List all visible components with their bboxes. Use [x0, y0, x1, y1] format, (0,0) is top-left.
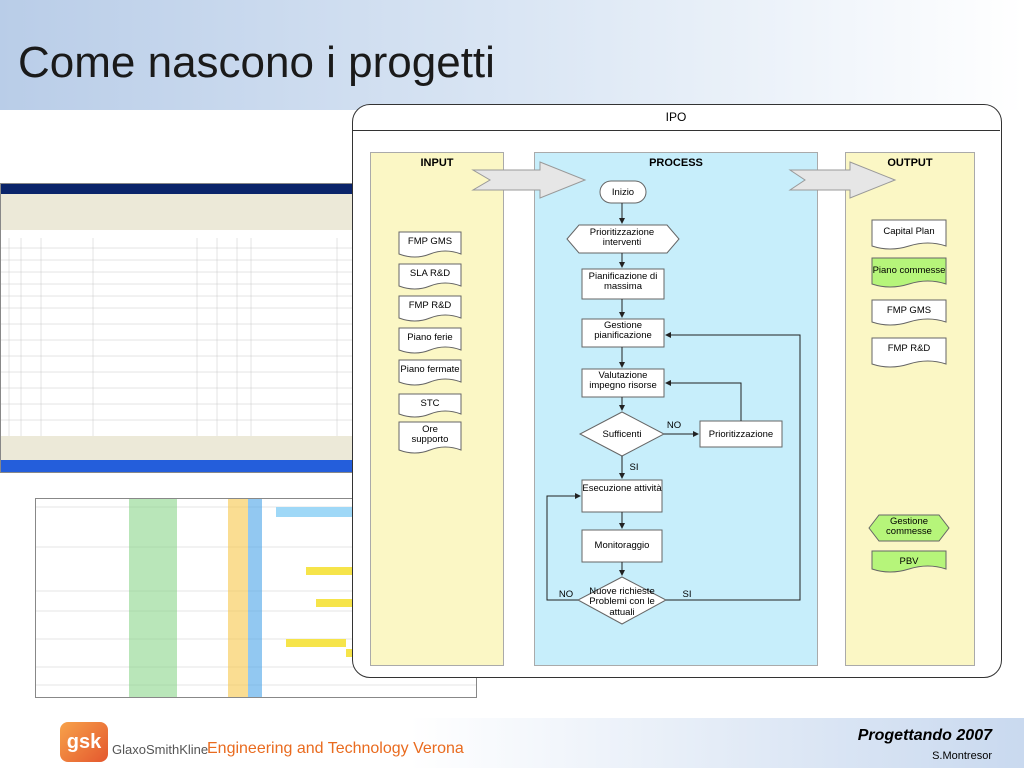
input-label-5: Piano fermate	[400, 364, 460, 375]
manage-label: Gestione pianificazione	[594, 320, 652, 342]
output-label-5: Gestione commesse	[886, 516, 932, 538]
output-hex-gestione	[868, 514, 950, 542]
monitor-box	[581, 529, 663, 563]
start-terminator	[599, 180, 647, 204]
page-title: Come nascono i progetti	[18, 38, 495, 87]
output-label-6: PBV	[899, 556, 919, 567]
excel-screenshot-thumbnail	[0, 183, 378, 473]
prio2-label: Prioritizzazione	[708, 429, 774, 440]
output-label-2: Piano commesse	[872, 265, 946, 276]
input-label-7: Ore supporto	[411, 424, 449, 446]
prio2-box	[699, 420, 783, 448]
output-doc-3	[871, 299, 947, 326]
ipo-header: IPO	[352, 104, 1000, 131]
input-label-6: STC	[420, 398, 440, 409]
input-doc-5	[398, 359, 462, 386]
si-label-1: SI	[629, 462, 639, 473]
plan-label: Pianificazione di massima	[588, 271, 658, 293]
title-band	[0, 0, 1024, 110]
output-doc-pbv	[871, 550, 947, 573]
input-doc-4	[398, 327, 462, 354]
input-label-3: FMP R&D	[408, 300, 452, 311]
evaluate-box	[581, 368, 665, 398]
footer-band	[0, 718, 1024, 768]
output-doc-2	[871, 257, 947, 288]
footer-title: Progettando 2007	[857, 727, 992, 744]
process-to-output-arrow	[788, 161, 897, 199]
brand-name: GlaxoSmithKline	[112, 742, 209, 757]
input-doc-1	[398, 231, 462, 258]
output-label-4: FMP R&D	[887, 343, 931, 354]
input-doc-7	[398, 421, 462, 454]
input-doc-3	[398, 295, 462, 322]
input-doc-2	[398, 263, 462, 290]
output-doc-1	[871, 219, 947, 250]
input-label-2: SLA R&D	[409, 268, 451, 279]
sufficient-label: Sufficenti	[602, 429, 642, 440]
input-doc-6	[398, 393, 462, 418]
gsk-logo-text: gsk	[66, 730, 102, 753]
input-heading: INPUT	[420, 157, 454, 169]
evaluate-label: Valutazione impegno risorse	[589, 370, 657, 392]
start-label: Inizio	[611, 187, 635, 198]
si-label-2: SI	[682, 589, 692, 600]
monitor-label: Monitoraggio	[594, 540, 650, 551]
input-label-1: FMP GMS	[407, 236, 453, 247]
output-doc-4	[871, 337, 947, 368]
brand-sub: Engineering and Technology Verona	[207, 740, 464, 757]
no-label-1: NO	[666, 420, 682, 431]
input-to-process-arrow	[471, 161, 587, 199]
input-label-4: Piano ferie	[407, 332, 453, 343]
prioritize-hexagon	[566, 224, 680, 254]
output-heading: OUTPUT	[887, 157, 933, 169]
manage-box	[581, 318, 665, 348]
plan-box	[581, 268, 665, 300]
output-label-3: FMP GMS	[886, 305, 932, 316]
prioritize-label: Prioritizzazione interventi	[589, 227, 655, 249]
process-heading: PROCESS	[649, 157, 703, 169]
footer-author: S.Montresor	[932, 750, 992, 762]
newreq-label: Nuove richieste Problemi con le attuali	[589, 586, 655, 618]
execute-label: Esecuzione attività	[582, 483, 662, 494]
output-label-1: Capital Plan	[883, 226, 935, 237]
gsk-logo: gsk	[60, 722, 108, 762]
no-label-2: NO	[558, 589, 574, 600]
newreq-diamond	[576, 576, 668, 625]
